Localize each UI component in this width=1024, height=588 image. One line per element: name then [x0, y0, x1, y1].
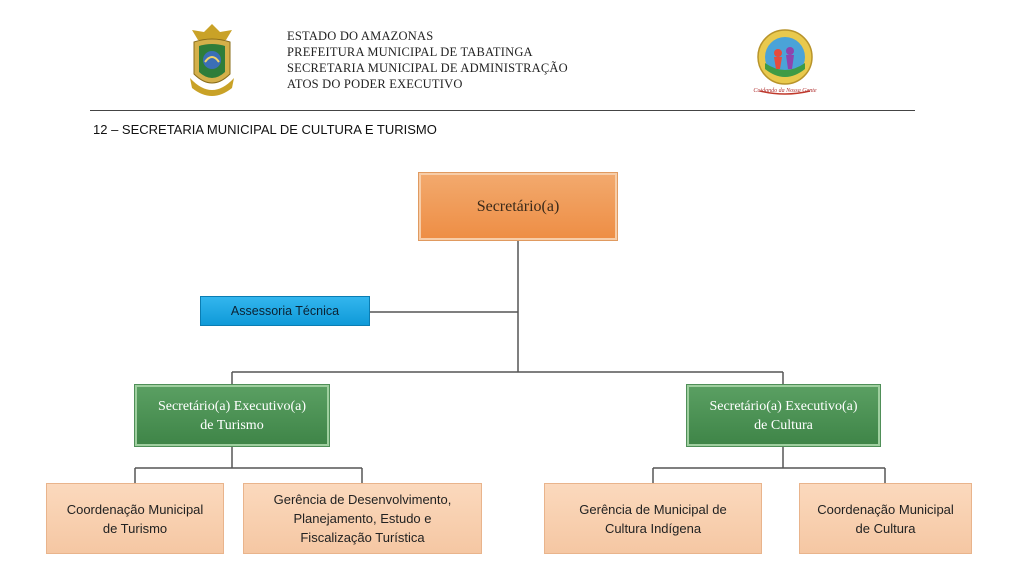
box-assessoria-label: Assessoria Técnica	[230, 304, 340, 318]
logo-tagline: Cuidando da Nossa Gente	[753, 88, 817, 94]
box-gerencia-desenv-line3: Fiscalização Turística	[300, 530, 425, 545]
box-gerencia-cultura-line1: Gerência de Municipal de	[579, 501, 727, 517]
box-exec-cultura-line1: Secretário(a) Executivo(a)	[709, 398, 858, 414]
box-gerencia-cultura-line2: Cultura Indígena	[604, 520, 702, 536]
box-gerencia-desenvolvimento: Gerência de Desenvolvimento, Planejament…	[243, 483, 482, 554]
box-exec-cultura-line2: de Cultura	[754, 417, 813, 433]
box-coord-turismo: Coordenação Municipal de Turismo	[46, 483, 224, 554]
box-gerencia-desenv-line1: Gerência de Desenvolvimento,	[273, 492, 452, 507]
header-line-secretaria: SECRETARIA MUNICIPAL DE ADMINISTRAÇÃO	[287, 61, 568, 75]
box-secretario-label: Secretário(a)	[476, 197, 560, 215]
box-coord-cultura-line2: de Cultura	[855, 520, 916, 536]
box-coord-turismo-line1: Coordenação Municipal	[66, 501, 204, 517]
box-gerencia-cultura-indigena: Gerência de Municipal de Cultura Indígen…	[544, 483, 762, 554]
header-line-atos: ATOS DO PODER EXECUTIVO	[287, 77, 463, 91]
box-assessoria-tecnica: Assessoria Técnica	[200, 296, 370, 326]
state-coat-of-arms-icon	[190, 24, 234, 96]
box-gerencia-desenv-line2: Planejamento, Estudo e	[293, 511, 432, 526]
header-divider	[90, 110, 915, 111]
box-coord-cultura: Coordenação Municipal de Cultura	[799, 483, 972, 554]
header-text-block: ESTADO DO AMAZONAS PREFEITURA MUNICIPAL …	[287, 28, 568, 92]
box-exec-turismo-line2: de Turismo	[200, 417, 264, 433]
box-secretario: Secretário(a)	[419, 173, 617, 240]
header-line-prefeitura: PREFEITURA MUNICIPAL DE TABATINGA	[287, 45, 533, 59]
box-coord-cultura-line1: Coordenação Municipal	[817, 501, 954, 517]
section-title: 12 – SECRETARIA MUNICIPAL DE CULTURA E T…	[93, 122, 437, 137]
municipal-logo	[757, 29, 813, 95]
box-exec-turismo: Secretário(a) Executivo(a) de Turismo	[135, 385, 329, 446]
box-exec-turismo-line1: Secretário(a) Executivo(a)	[157, 398, 307, 414]
header-line-state: ESTADO DO AMAZONAS	[287, 29, 434, 43]
box-coord-turismo-line2: de Turismo	[102, 520, 168, 536]
box-exec-cultura: Secretário(a) Executivo(a) de Cultura	[687, 385, 880, 446]
